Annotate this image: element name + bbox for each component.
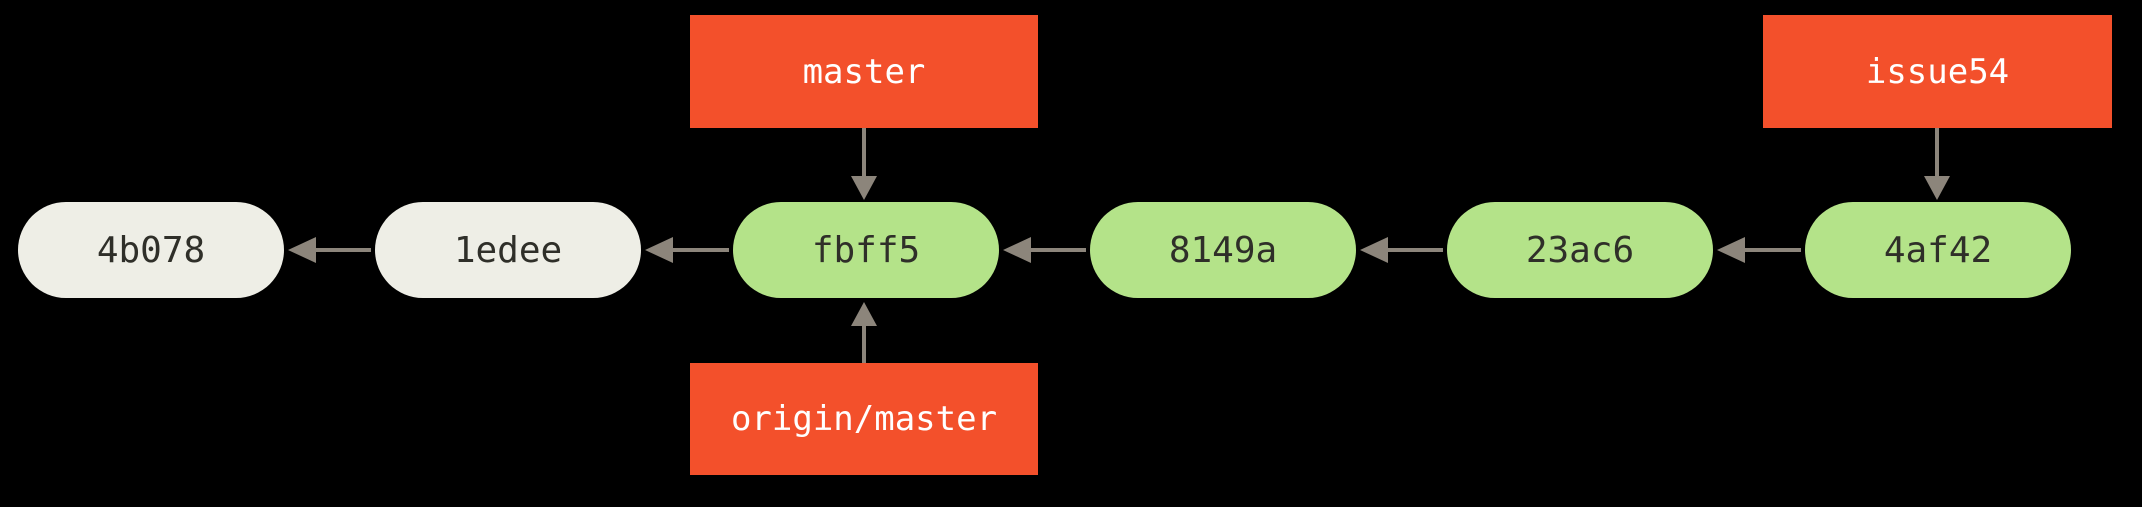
commit-id-text: 8149a	[1168, 229, 1278, 271]
arrow-line	[1745, 248, 1801, 252]
branch-label-issue54: issue54	[1763, 15, 2112, 128]
arrow-head-left-icon	[1003, 237, 1031, 263]
commit-node-23ac6: 23ac6	[1447, 202, 1713, 298]
commit-id-text: 4b078	[96, 229, 206, 271]
commit-id-text: 23ac6	[1525, 229, 1635, 271]
arrow-head-left-icon	[1360, 237, 1388, 263]
branch-label-origin-master: origin/master	[690, 363, 1038, 475]
commit-node-4b078: 4b078	[18, 202, 284, 298]
parent-arrow-4af42-to-23ac6	[1717, 237, 1801, 263]
arrow-line	[316, 248, 371, 252]
arrow-head-down-icon	[1924, 176, 1950, 200]
commit-node-1edee: 1edee	[375, 202, 641, 298]
parent-arrow-fbff5-to-1edee	[645, 237, 729, 263]
branch-label-master: master	[690, 15, 1038, 128]
arrow-line	[1388, 248, 1443, 252]
commit-id-text: fbff5	[811, 229, 921, 271]
ref-arrow-origin-master-to-fbff5	[851, 302, 877, 363]
commit-node-fbff5: fbff5	[733, 202, 999, 298]
ref-arrow-issue54-to-4af42	[1924, 128, 1950, 200]
branch-label-origin-master-text: origin/master	[730, 399, 998, 439]
arrow-line	[862, 128, 866, 176]
arrow-head-up-icon	[851, 302, 877, 326]
parent-arrow-23ac6-to-8149a	[1360, 237, 1443, 263]
parent-arrow-1edee-to-4b078	[288, 237, 371, 263]
arrow-line	[673, 248, 729, 252]
arrow-head-left-icon	[645, 237, 673, 263]
arrow-head-left-icon	[1717, 237, 1745, 263]
branch-label-issue54-text: issue54	[1865, 51, 2010, 92]
commit-id-text: 1edee	[453, 229, 563, 271]
arrow-head-down-icon	[851, 176, 877, 200]
parent-arrow-8149a-to-fbff5	[1003, 237, 1086, 263]
arrow-line	[1935, 128, 1939, 176]
arrow-line	[862, 326, 866, 363]
branch-label-master-text: master	[802, 51, 926, 92]
ref-arrow-master-to-fbff5	[851, 128, 877, 200]
commit-node-4af42: 4af42	[1805, 202, 2071, 298]
arrow-line	[1031, 248, 1086, 252]
commit-node-8149a: 8149a	[1090, 202, 1356, 298]
commit-id-text: 4af42	[1883, 229, 1993, 271]
arrow-head-left-icon	[288, 237, 316, 263]
